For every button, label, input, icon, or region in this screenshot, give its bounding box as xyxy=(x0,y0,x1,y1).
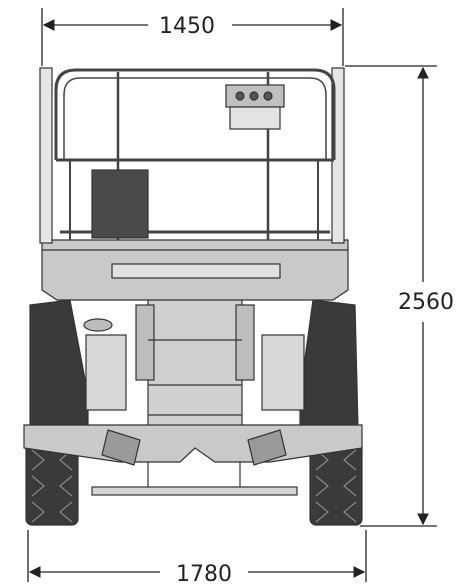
right-tire xyxy=(299,299,363,526)
dimension-overall-height xyxy=(345,65,437,527)
right-engine-box xyxy=(261,334,305,411)
platform-deck xyxy=(41,239,349,301)
dimension-platform-width xyxy=(41,8,344,66)
platform-width-label: 1450 xyxy=(159,14,215,39)
left-engine-box xyxy=(85,334,127,411)
dimension-overall-width xyxy=(27,530,367,582)
manual-panel xyxy=(91,169,149,239)
left-cap xyxy=(83,318,113,332)
left-tire xyxy=(25,299,89,526)
overall-width-label: 1780 xyxy=(176,562,232,585)
scissor-lift-machine xyxy=(23,67,363,526)
left-post xyxy=(39,67,53,244)
control-box xyxy=(225,84,285,130)
base-chassis xyxy=(23,424,363,496)
overall-height-label: 2560 xyxy=(398,290,454,315)
scissor-stack xyxy=(135,294,255,446)
